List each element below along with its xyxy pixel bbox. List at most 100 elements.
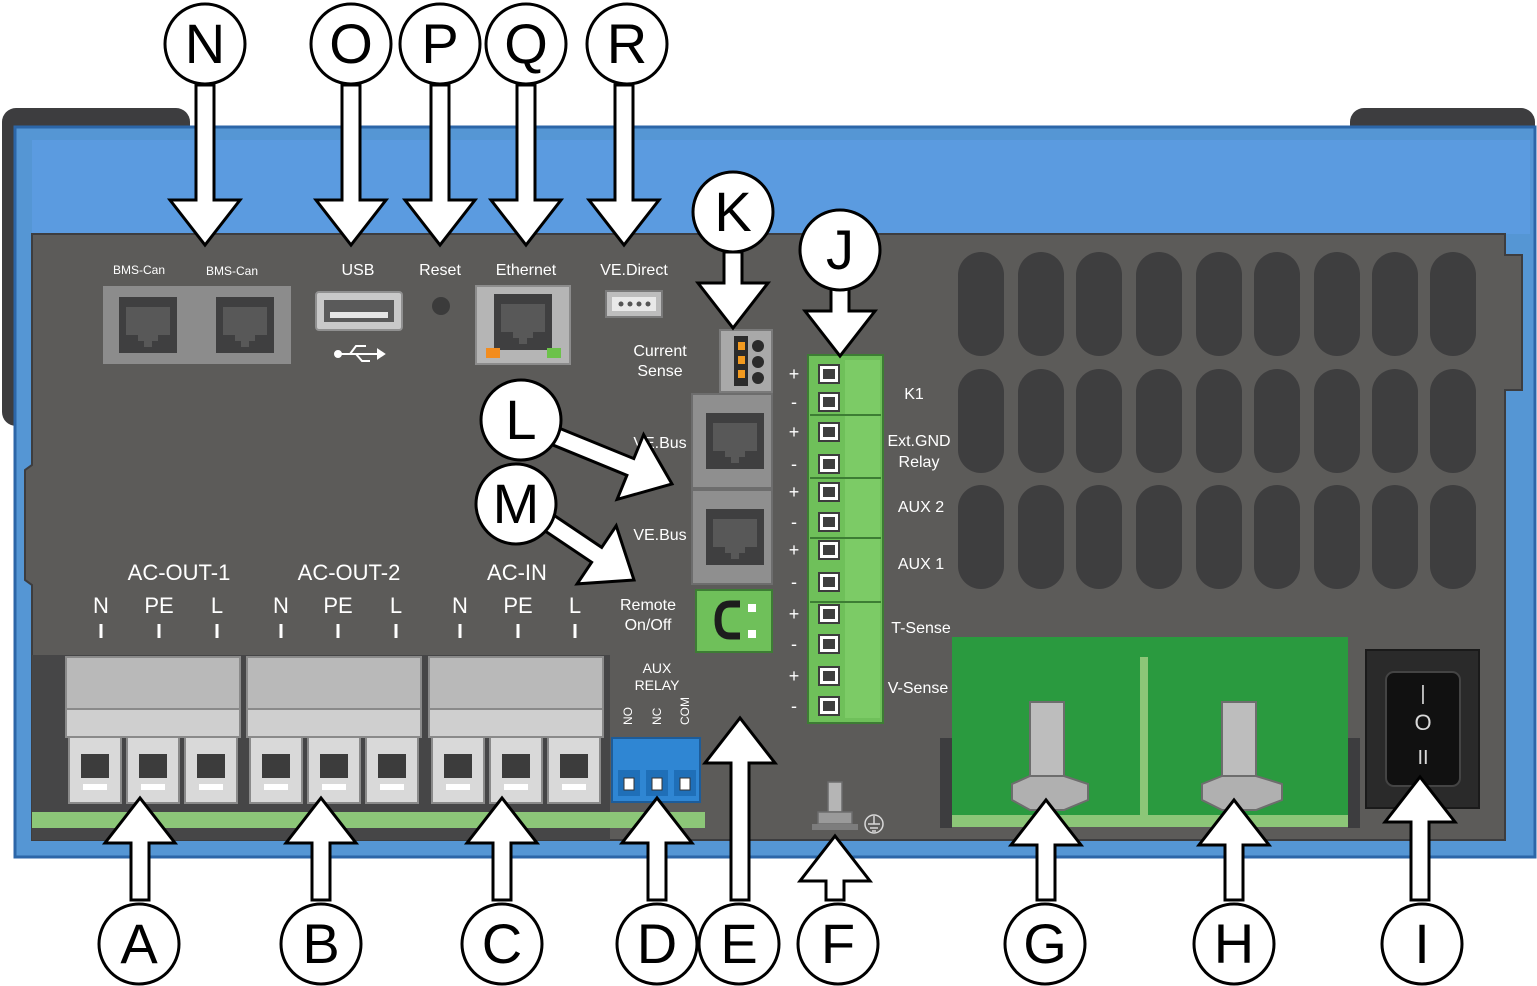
callout-circle-k xyxy=(691,170,775,254)
callout-arrow xyxy=(618,795,696,902)
callout-arrow xyxy=(1007,797,1085,902)
callout-circle-r xyxy=(585,2,669,86)
vent-slot xyxy=(1076,485,1122,589)
current-sense-label-1: Current xyxy=(633,343,687,360)
remote-label-2: On/Off xyxy=(625,617,672,634)
ground-stud xyxy=(812,781,858,830)
vent-slot xyxy=(1018,369,1064,473)
callout-letter-e: E xyxy=(720,912,757,975)
terminal-pin xyxy=(818,364,840,384)
ac-in-pin-n: N xyxy=(452,593,468,618)
callout-arrow xyxy=(282,795,360,902)
callout-letter-b: B xyxy=(302,912,339,975)
plus-sign: + xyxy=(789,422,800,442)
callout-arrow xyxy=(166,83,244,248)
callout-circle-n xyxy=(163,2,247,86)
vent-slot xyxy=(1136,485,1182,589)
callout-arrow xyxy=(694,250,772,331)
ext-gnd-label-2: Relay xyxy=(899,454,940,471)
cooling-vents xyxy=(958,252,1476,589)
vent-slot xyxy=(1018,252,1064,356)
plus-sign: + xyxy=(789,604,800,624)
t-sense-label: T-Sense xyxy=(891,620,951,637)
reset-button[interactable] xyxy=(432,297,450,315)
aux-relay-title-1: AUX xyxy=(643,660,672,676)
ac-in-pin-l: L xyxy=(569,593,581,618)
remote-label-1: Remote xyxy=(620,597,676,614)
callout-letter-p: P xyxy=(421,12,458,75)
ac-in-pin-pe: PE xyxy=(503,593,532,618)
terminal-pin xyxy=(818,392,840,412)
vent-slot xyxy=(1430,369,1476,473)
vent-slot xyxy=(1254,485,1300,589)
callout-letter-c: C xyxy=(482,912,522,975)
callout-letter-h: H xyxy=(1214,912,1254,975)
callout-circle-o xyxy=(309,2,393,86)
callout-circle-m xyxy=(474,462,558,546)
aux-relay-pin-com: COM xyxy=(678,697,692,725)
vent-slot xyxy=(958,369,1004,473)
vent-slot xyxy=(1372,369,1418,473)
callout-arrow xyxy=(585,83,663,248)
plus-sign: + xyxy=(789,364,800,384)
terminal-pin xyxy=(818,696,840,716)
callout-letter-k: K xyxy=(714,180,751,243)
callout-letter-n: N xyxy=(185,12,225,75)
vent-slot xyxy=(1136,252,1182,356)
callout-arrow xyxy=(1381,774,1459,902)
callout-arrow xyxy=(101,795,179,902)
callout-arrows xyxy=(101,83,1459,902)
callout-circle-p xyxy=(398,2,482,86)
vent-slot xyxy=(1430,485,1476,589)
vent-slot xyxy=(1196,369,1242,473)
ac-out-1-pin-n: N xyxy=(93,593,109,618)
power-switch-off-symbol: O xyxy=(1414,710,1431,735)
aux2-label: AUX 2 xyxy=(898,499,944,516)
remote-on-off-connector xyxy=(695,589,773,653)
dc-bolt-negative xyxy=(1201,701,1283,811)
plus-sign: + xyxy=(789,482,800,502)
vent-slot xyxy=(1196,485,1242,589)
vent-slot xyxy=(1254,369,1300,473)
callout-circle-g xyxy=(1003,902,1087,986)
callout-circle-q xyxy=(484,2,568,86)
callout-arrow xyxy=(312,83,390,248)
terminal-pin xyxy=(818,634,840,654)
callout-circle-a xyxy=(97,902,181,986)
callout-letter-q: Q xyxy=(504,12,548,75)
ext-gnd-label-1: Ext.GND xyxy=(887,433,950,450)
callout-circle-e xyxy=(697,902,781,986)
ethernet-label: Ethernet xyxy=(496,262,557,279)
ac-in-label: AC-IN xyxy=(487,560,547,585)
ve-bus-port-1 xyxy=(691,393,773,489)
ve-direct-port xyxy=(605,290,663,318)
minus-sign: - xyxy=(791,392,797,412)
usb-label: USB xyxy=(342,262,375,279)
ve-bus-port-2 xyxy=(691,489,773,585)
vent-slot xyxy=(1372,485,1418,589)
bms-can-ports xyxy=(103,286,291,364)
aux-relay-pin-nc: NC xyxy=(650,707,664,725)
vent-slot xyxy=(958,252,1004,356)
terminal-pin xyxy=(818,512,840,532)
aux-relay-terminal xyxy=(611,737,701,803)
vent-slot xyxy=(1018,485,1064,589)
terminal-pin xyxy=(818,422,840,442)
vent-slot xyxy=(1314,369,1360,473)
vent-slot xyxy=(1076,252,1122,356)
k1-label: K1 xyxy=(904,386,924,403)
vent-slot xyxy=(1254,252,1300,356)
ac-out-1-pin-l: L xyxy=(211,593,223,618)
usb-icon xyxy=(334,345,386,362)
ve-direct-label: VE.Direct xyxy=(600,262,668,279)
minus-sign: - xyxy=(791,454,797,474)
callout-circle-d xyxy=(615,902,699,986)
ac-pin-ticks xyxy=(99,624,577,638)
callout-letter-i: I xyxy=(1414,912,1430,975)
aux-relay-title-2: RELAY xyxy=(635,677,681,693)
bms-can-label-2: BMS-Can xyxy=(206,264,258,278)
ac-terminals xyxy=(65,656,604,804)
plus-sign: + xyxy=(789,540,800,560)
callout-circle-f xyxy=(796,902,880,986)
